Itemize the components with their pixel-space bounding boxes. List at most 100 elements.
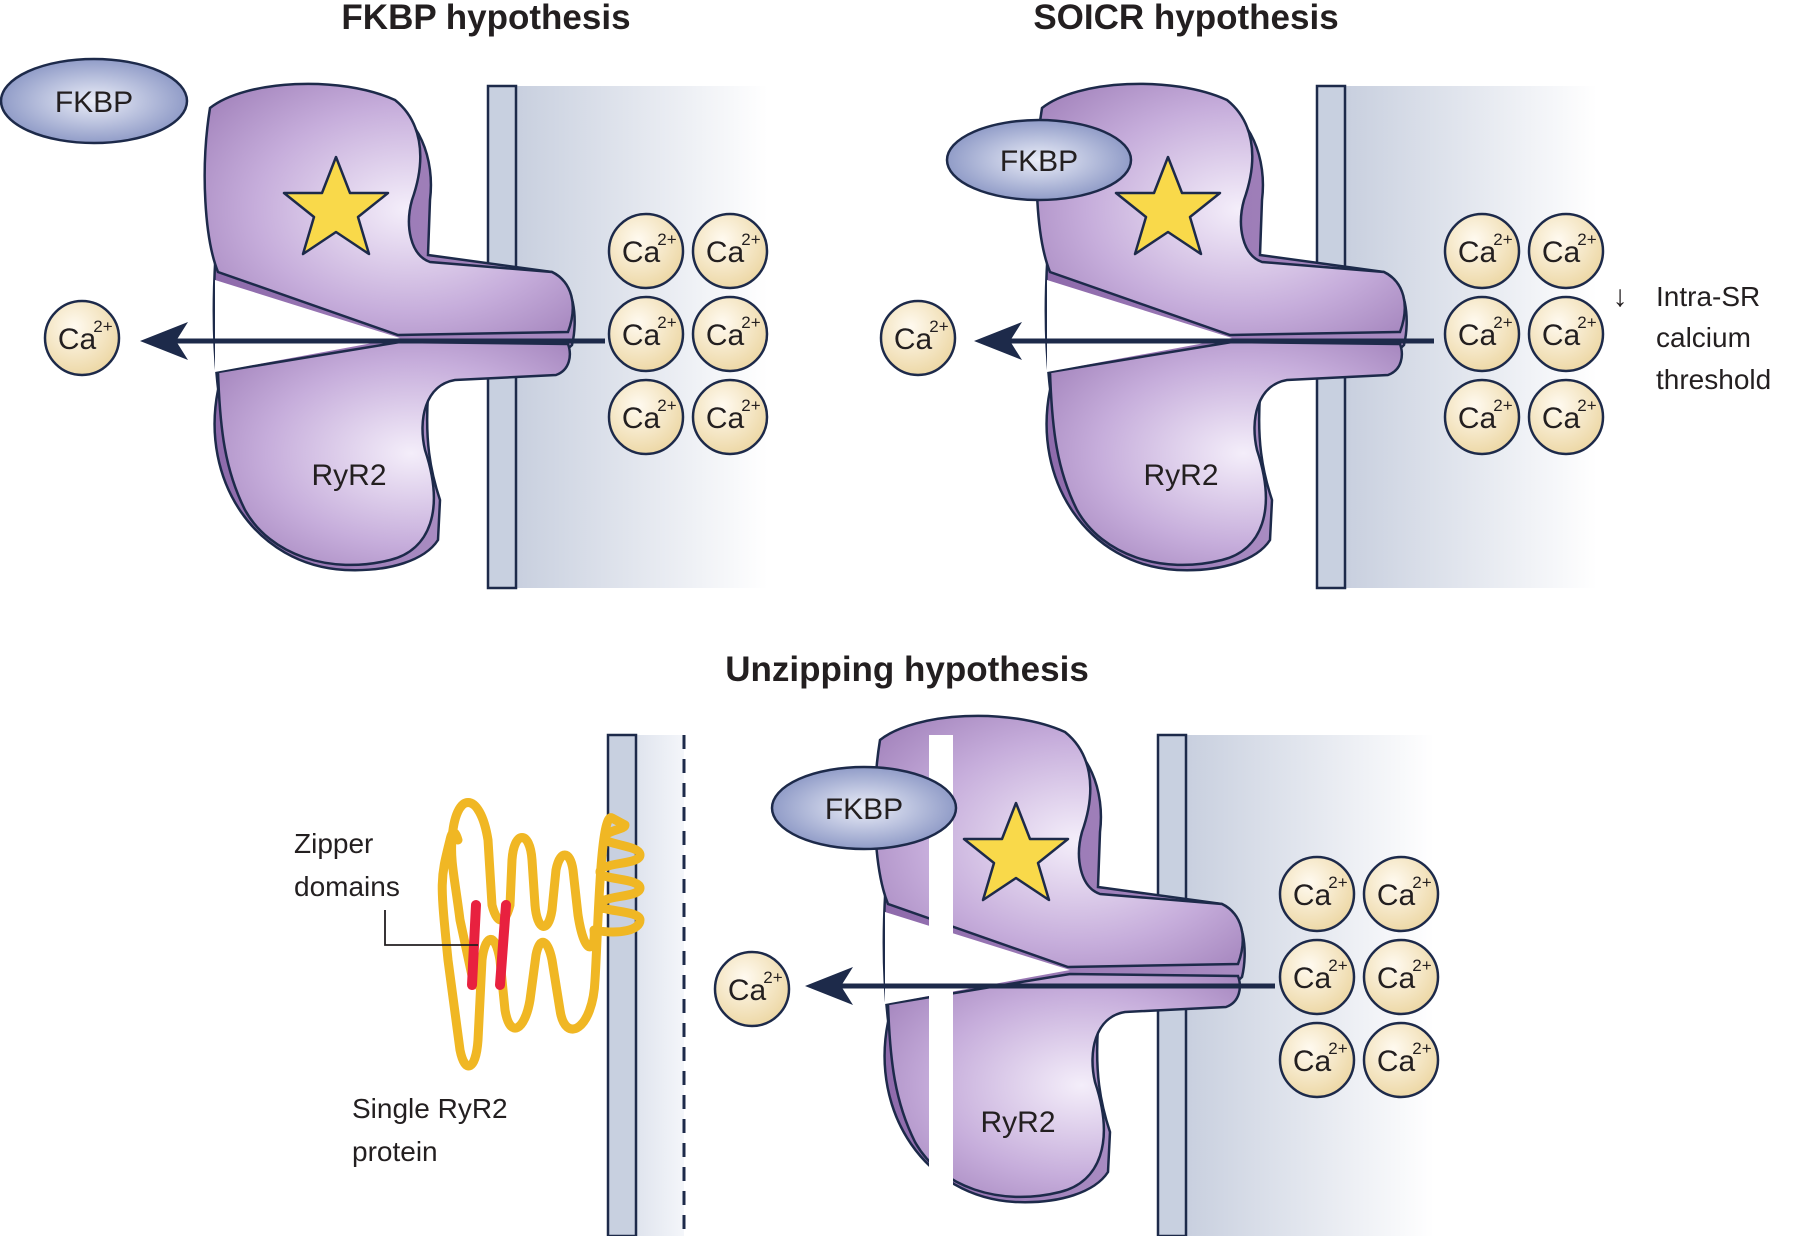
panel-title-fkbp: FKBP hypothesis	[341, 0, 630, 37]
released-calcium-ion: Ca2+	[713, 950, 791, 1028]
fkbp-protein: FKBP	[0, 57, 189, 145]
ryr2-label: RyR2	[1143, 459, 1218, 492]
ion-symbol: Ca	[1377, 1045, 1416, 1078]
calcium-ion: Ca2+	[879, 299, 957, 377]
calcium-ion: Ca2+	[1527, 378, 1605, 456]
ion-symbol: Ca	[1458, 402, 1497, 435]
fkbp-label: FKBP	[825, 793, 903, 826]
soicr-panel: SOICR hypothesis FKBP RyR2 Ca2+Ca2+Ca2+C…	[879, 0, 1772, 590]
fkbp-label: FKBP	[55, 86, 133, 119]
threshold-line-2: calcium	[1656, 322, 1751, 353]
panel-title-unzipping: Unzipping hypothesis	[725, 650, 1089, 689]
ion-charge: 2+	[741, 396, 760, 415]
fkbp-label: FKBP	[1000, 145, 1078, 178]
calcium-ion: Ca2+	[1362, 1021, 1440, 1099]
ion-symbol: Ca	[1377, 879, 1416, 912]
ion-charge: 2+	[763, 968, 782, 987]
ion-symbol: Ca	[894, 323, 933, 356]
calcium-ion: Ca2+	[691, 295, 769, 373]
zipper-label-1: Zipper	[294, 828, 373, 859]
ca-release-arrow	[974, 322, 1434, 360]
ion-charge: 2+	[1328, 1039, 1347, 1058]
ion-charge: 2+	[1577, 230, 1596, 249]
ion-symbol: Ca	[1377, 962, 1416, 995]
zipper-domain-2	[495, 900, 511, 990]
calcium-ion: Ca2+	[1278, 1021, 1356, 1099]
ion-symbol: Ca	[58, 323, 97, 356]
ca-release-arrow	[805, 967, 1275, 1005]
threshold-note: ↓ Intra-SR calcium threshold	[1613, 280, 1772, 395]
threshold-line-1: Intra-SR	[1656, 281, 1760, 312]
ion-symbol: Ca	[1458, 236, 1497, 269]
calcium-ion: Ca2+	[1527, 295, 1605, 373]
calcium-ion: Ca2+	[43, 299, 121, 377]
sr-calcium-ions: Ca2+Ca2+Ca2+Ca2+Ca2+Ca2+	[1278, 855, 1440, 1099]
sr-calcium-ions: Ca2+Ca2+Ca2+Ca2+Ca2+Ca2+	[1443, 212, 1605, 456]
calcium-ion: Ca2+	[1443, 378, 1521, 456]
ion-charge: 2+	[657, 230, 676, 249]
released-calcium-ion: Ca2+	[879, 299, 957, 377]
single-protein-label-1: Single RyR2	[352, 1093, 508, 1124]
ion-symbol: Ca	[706, 319, 745, 352]
ion-symbol: Ca	[728, 974, 767, 1007]
ion-symbol: Ca	[1458, 319, 1497, 352]
calcium-ion: Ca2+	[713, 950, 791, 1028]
ion-charge: 2+	[93, 317, 112, 336]
ion-symbol: Ca	[622, 319, 661, 352]
fkbp-panel: FKBP hypothesis FKBP RyR2 Ca2+Ca2+Ca2+Ca…	[0, 0, 769, 590]
ca-release-arrow	[140, 322, 605, 360]
calcium-ion: Ca2+	[1362, 855, 1440, 933]
ion-charge: 2+	[1412, 873, 1431, 892]
fkbp-protein: FKBP	[770, 765, 958, 851]
ryr2-label: RyR2	[980, 1106, 1055, 1139]
ion-charge: 2+	[1412, 956, 1431, 975]
ryr2-label: RyR2	[311, 459, 386, 492]
panel-title-soicr: SOICR hypothesis	[1033, 0, 1338, 37]
ion-charge: 2+	[1493, 230, 1512, 249]
ion-symbol: Ca	[622, 236, 661, 269]
released-calcium-ion: Ca2+	[43, 299, 121, 377]
calcium-ion: Ca2+	[1443, 295, 1521, 373]
calcium-ion: Ca2+	[1443, 212, 1521, 290]
ion-symbol: Ca	[1542, 236, 1581, 269]
ion-symbol: Ca	[1293, 879, 1332, 912]
ion-charge: 2+	[929, 317, 948, 336]
sr-calcium-ions: Ca2+Ca2+Ca2+Ca2+Ca2+Ca2+	[607, 212, 769, 456]
ion-charge: 2+	[1493, 396, 1512, 415]
zipper-callout: Zipper domains	[294, 828, 478, 946]
ion-symbol: Ca	[1293, 1045, 1332, 1078]
calcium-ion: Ca2+	[691, 378, 769, 456]
ion-symbol: Ca	[1293, 962, 1332, 995]
unzipping-panel: Unzipping hypothesis Zipper domains Sing…	[294, 650, 1440, 1236]
threshold-line-3: threshold	[1656, 364, 1771, 395]
ion-symbol: Ca	[1542, 402, 1581, 435]
calcium-ion: Ca2+	[607, 295, 685, 373]
single-protein-membrane	[606, 733, 686, 1236]
ion-charge: 2+	[741, 313, 760, 332]
down-arrow-icon: ↓	[1613, 280, 1628, 313]
ion-symbol: Ca	[1542, 319, 1581, 352]
ion-symbol: Ca	[706, 236, 745, 269]
calcium-ion: Ca2+	[1527, 212, 1605, 290]
ion-charge: 2+	[1577, 313, 1596, 332]
calcium-ion: Ca2+	[607, 378, 685, 456]
ion-charge: 2+	[1493, 313, 1512, 332]
ion-charge: 2+	[1577, 396, 1596, 415]
ion-charge: 2+	[1328, 956, 1347, 975]
ion-charge: 2+	[1328, 873, 1347, 892]
calcium-ion: Ca2+	[691, 212, 769, 290]
zipper-label-2: domains	[294, 871, 400, 902]
ion-charge: 2+	[1412, 1039, 1431, 1058]
ion-charge: 2+	[657, 396, 676, 415]
single-protein-label-2: protein	[352, 1136, 438, 1167]
ion-charge: 2+	[741, 230, 760, 249]
fkbp-protein: FKBP	[945, 118, 1133, 202]
ion-symbol: Ca	[706, 402, 745, 435]
calcium-ion: Ca2+	[607, 212, 685, 290]
calcium-ion: Ca2+	[1362, 938, 1440, 1016]
ion-symbol: Ca	[622, 402, 661, 435]
calcium-ion: Ca2+	[1278, 938, 1356, 1016]
calcium-ion: Ca2+	[1278, 855, 1356, 933]
